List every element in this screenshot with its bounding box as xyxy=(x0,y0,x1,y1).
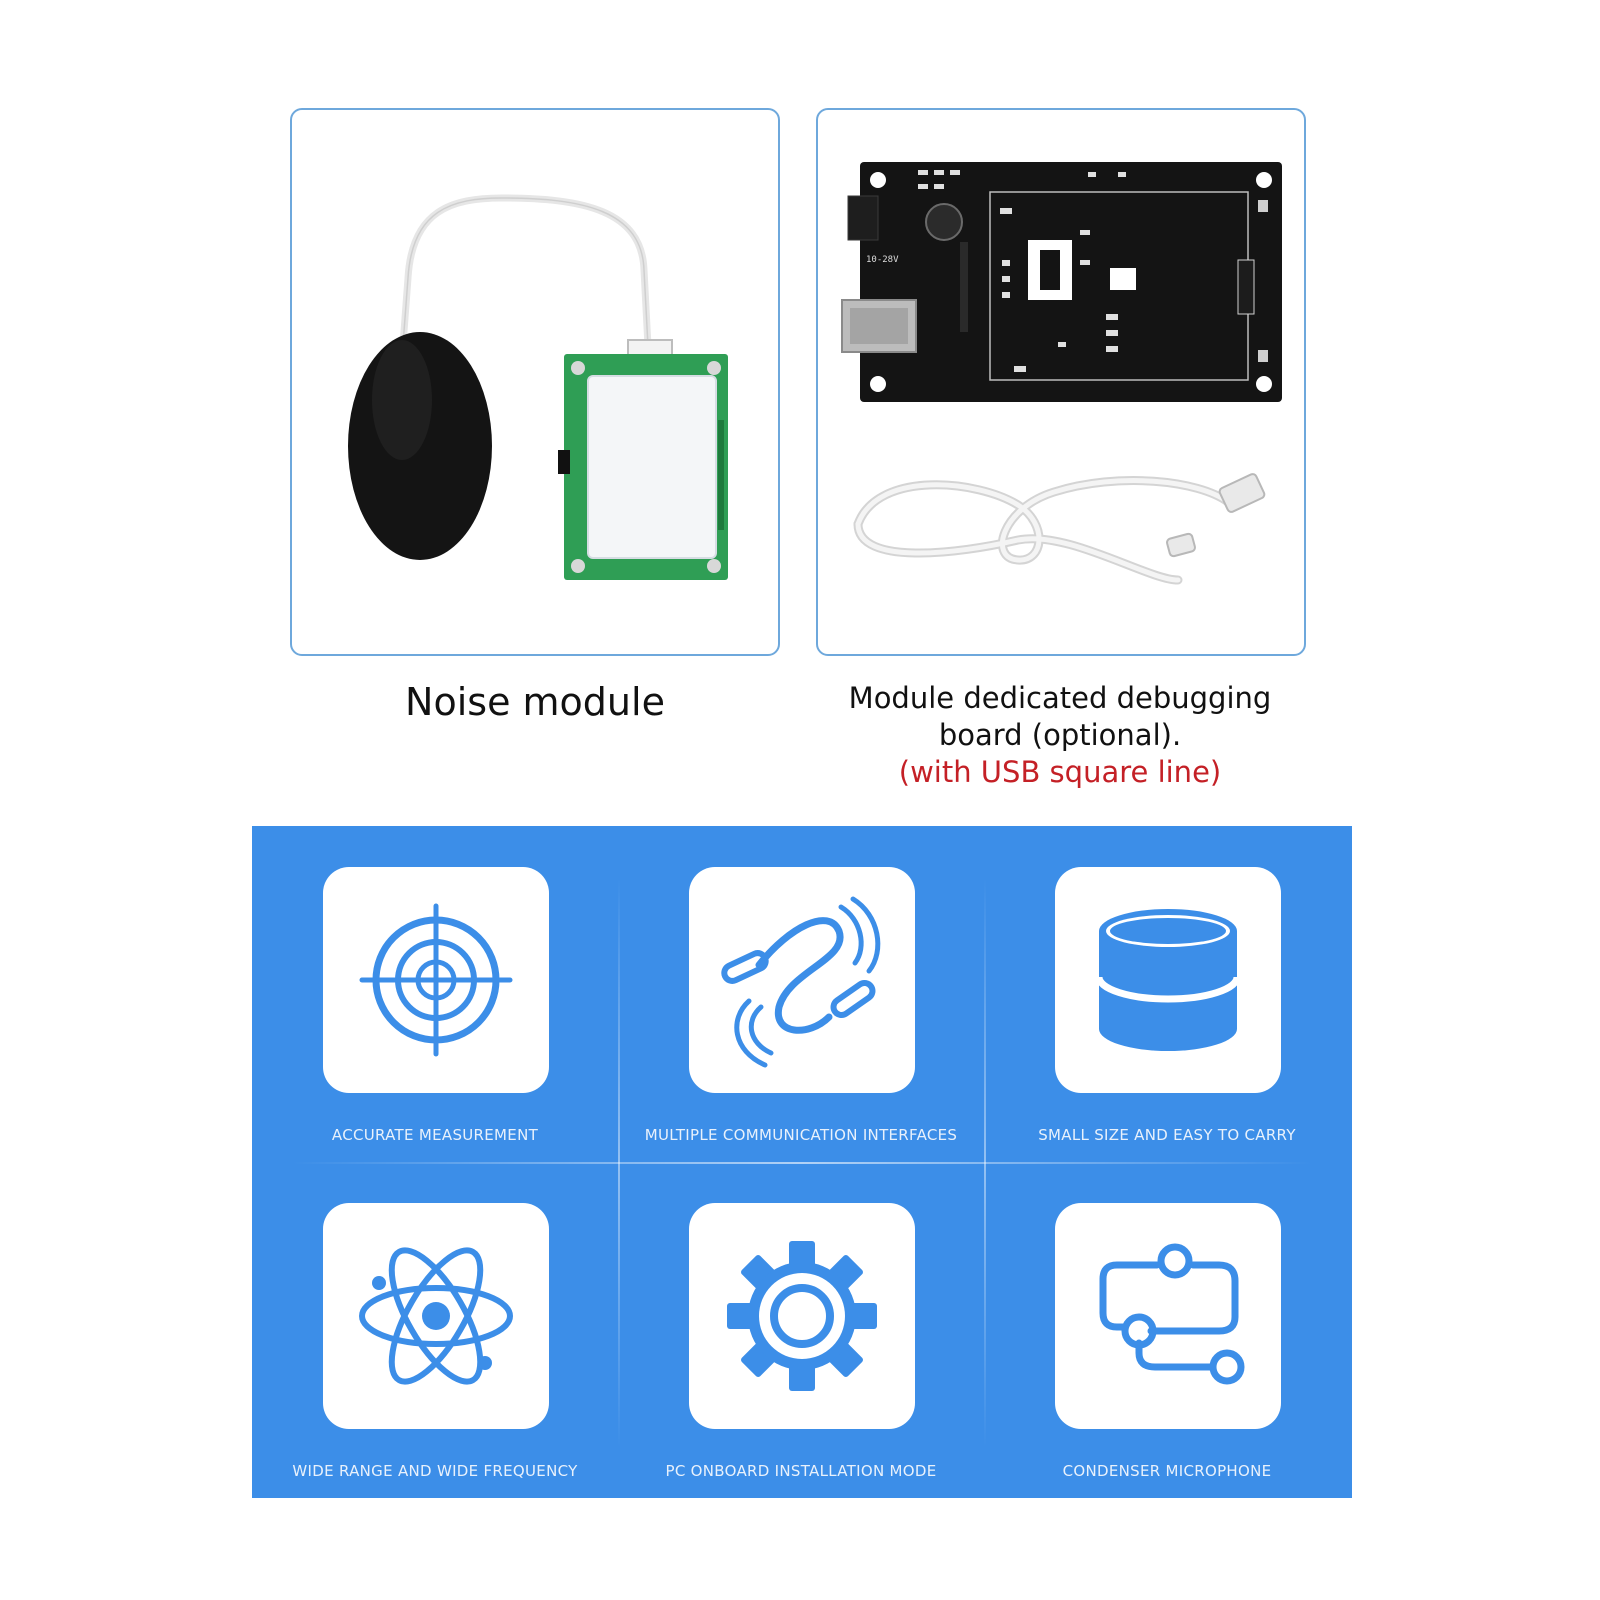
feature-small-size: SMALL SIZE AND EASY TO CARRY xyxy=(984,826,1350,1162)
feature-pc-onboard: PC ONBOARD INSTALLATION MODE xyxy=(618,1162,984,1498)
usb-plug-micro xyxy=(1166,532,1196,558)
feature-label: SMALL SIZE AND EASY TO CARRY xyxy=(1038,1126,1296,1144)
debug-board-photo: 10-28V xyxy=(841,162,1282,585)
feature-tile xyxy=(323,1203,549,1429)
usb-plug-a xyxy=(1218,473,1266,513)
cable-icon xyxy=(721,896,881,1068)
circuit-flow-icon xyxy=(1099,1243,1245,1385)
feature-tile xyxy=(689,867,915,1093)
feature-label: CONDENSER MICROPHONE xyxy=(1062,1462,1272,1480)
feature-accurate-measurement: ACCURATE MEASUREMENT xyxy=(252,826,618,1162)
product-panel-debug-board: 10-28V xyxy=(816,108,1306,656)
feature-tile xyxy=(689,1203,915,1429)
grid-divider-horizontal xyxy=(292,1162,1312,1164)
debug-board-caption-line1: Module dedicated debugging xyxy=(848,681,1272,715)
noise-module-pcb xyxy=(558,354,728,580)
atom-icon xyxy=(359,1247,513,1385)
noise-module-photo xyxy=(348,194,728,580)
board-voltage-label: 10-28V xyxy=(866,255,899,265)
feature-condenser-microphone: CONDENSER MICROPHONE xyxy=(984,1162,1350,1498)
debug-board-caption: Module dedicated debugging board (option… xyxy=(790,680,1330,791)
feature-label: MULTIPLE COMMUNICATION INTERFACES xyxy=(644,1126,958,1144)
debug-board-caption-line2: board (optional). xyxy=(938,718,1182,752)
feature-label: ACCURATE MEASUREMENT xyxy=(331,1126,539,1144)
database-icon xyxy=(1095,909,1241,1051)
noise-module-caption-text: Noise module xyxy=(405,680,665,724)
usb-cable xyxy=(853,476,1233,585)
feature-label: PC ONBOARD INSTALLATION MODE xyxy=(665,1462,937,1480)
product-panel-noise-module xyxy=(290,108,780,656)
noise-module-caption: Noise module xyxy=(290,680,780,724)
debug-board-pcb: 10-28V xyxy=(841,162,1282,402)
feature-tile xyxy=(323,867,549,1093)
feature-label: WIDE RANGE AND WIDE FREQUENCY xyxy=(292,1462,578,1480)
feature-communication-interfaces: MULTIPLE COMMUNICATION INTERFACES xyxy=(618,826,984,1162)
feature-tile xyxy=(1055,867,1281,1093)
gear-icon xyxy=(727,1241,877,1391)
feature-tile xyxy=(1055,1203,1281,1429)
feature-grid: ACCURATE MEASUREMENT MULTIPLE COMMUNICAT… xyxy=(252,826,1352,1498)
debug-board-caption-note: (with USB square line) xyxy=(898,755,1222,789)
feature-wide-range: WIDE RANGE AND WIDE FREQUENCY xyxy=(252,1162,618,1498)
target-icon xyxy=(359,903,513,1057)
